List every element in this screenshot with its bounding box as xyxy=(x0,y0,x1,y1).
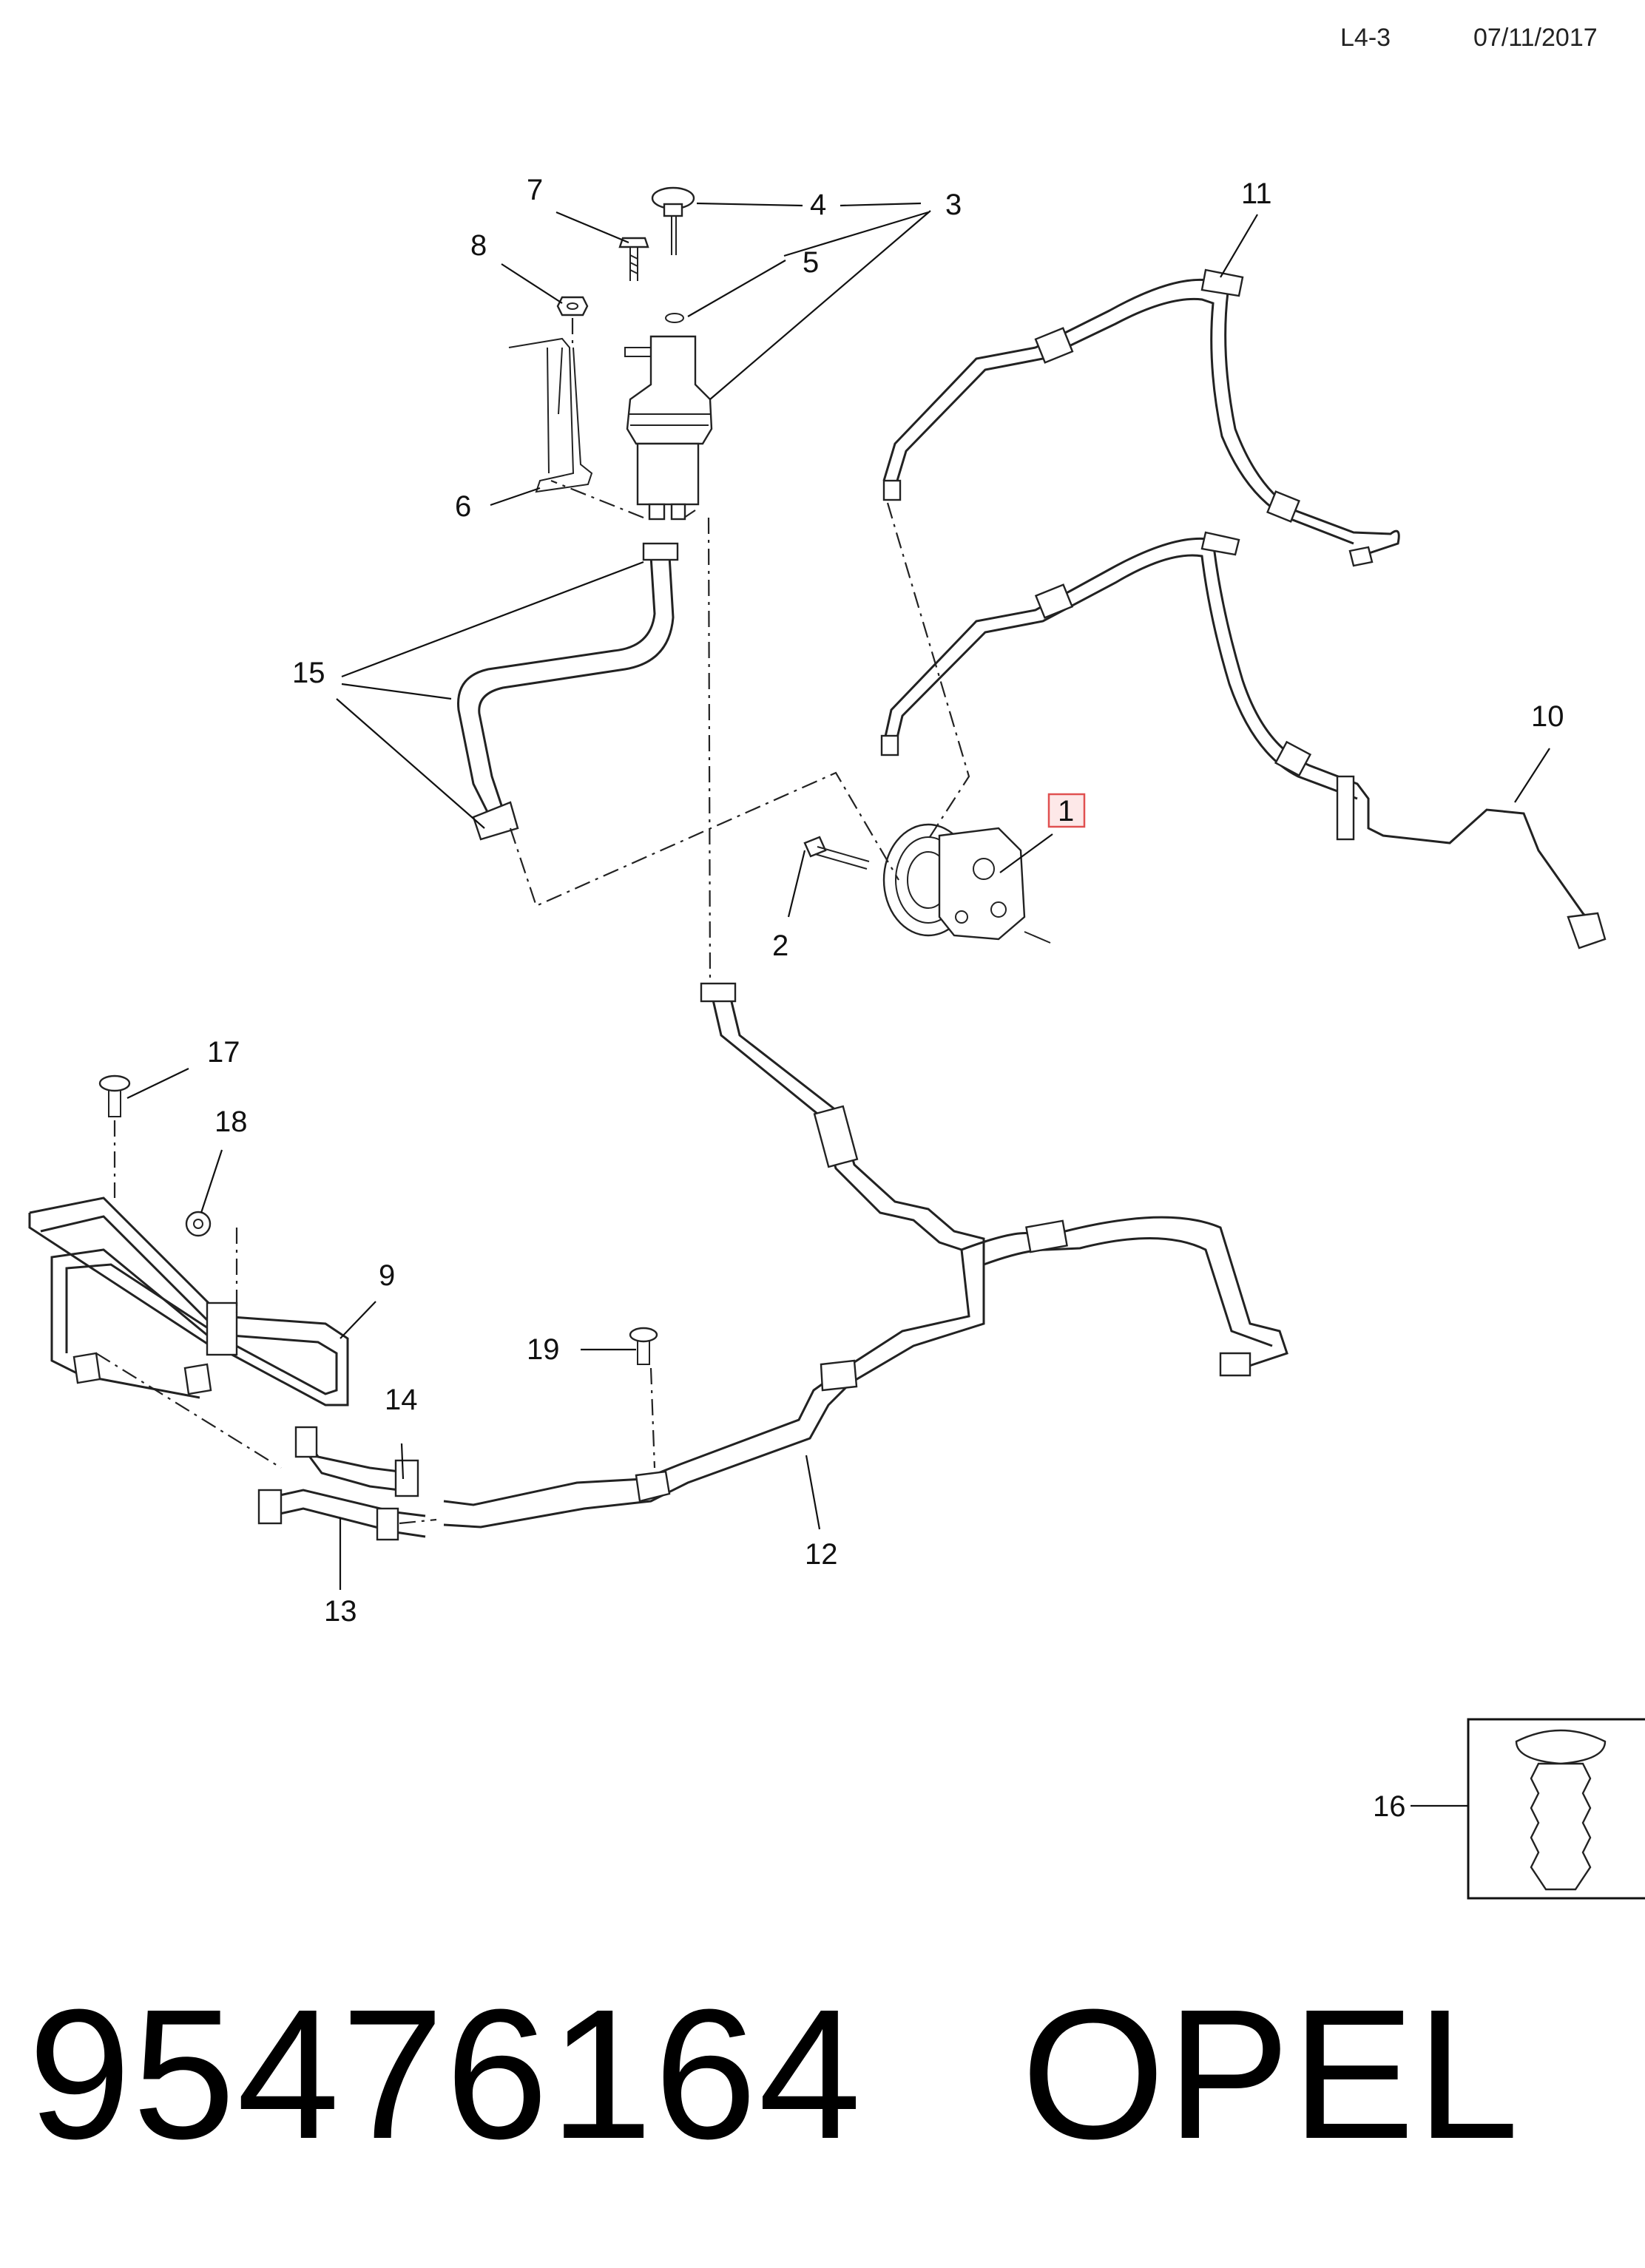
flow-dash-supply xyxy=(550,479,696,519)
pressure-hose-upper-part xyxy=(882,268,1400,567)
callout-15: 15 xyxy=(292,657,325,689)
cooler-tube-part xyxy=(28,1196,349,1407)
return-hose-part xyxy=(443,982,1288,1529)
reservoir-cap-part xyxy=(651,186,695,255)
callout-16: 16 xyxy=(1373,1790,1406,1823)
callout-5: 5 xyxy=(803,246,819,279)
callout-9: 9 xyxy=(379,1259,395,1292)
page-code: L4-3 xyxy=(1340,24,1391,52)
reservoir-bracket-part xyxy=(508,337,593,493)
flow-dash-upper-to-pump xyxy=(886,502,970,840)
push-clip-17-part xyxy=(98,1074,131,1117)
flow-dash-clip19 xyxy=(649,1367,656,1469)
suction-hose-part xyxy=(457,542,679,841)
callout-14: 14 xyxy=(385,1384,418,1416)
cooler-hose-right-part xyxy=(294,1426,419,1497)
callout-19: 19 xyxy=(527,1333,560,1366)
push-clip-19-part xyxy=(629,1327,658,1365)
reservoir-nut-part xyxy=(556,296,589,316)
callout-18: 18 xyxy=(215,1106,248,1138)
callout-1: 1 xyxy=(1058,795,1074,827)
callout-17: 17 xyxy=(207,1036,240,1069)
pressure-hose-lower-part xyxy=(880,531,1607,949)
callout-8: 8 xyxy=(470,229,487,262)
flow-dash-suction-to-pump xyxy=(509,771,899,907)
part-number-footer: 95476164 OPEL xyxy=(28,1971,1521,2177)
callout-2: 2 xyxy=(772,930,788,962)
cooler-hose-left-part xyxy=(257,1489,426,1541)
callout-3: 3 xyxy=(945,189,962,221)
callout-12: 12 xyxy=(805,1538,838,1571)
callout-10: 10 xyxy=(1531,700,1564,733)
diagram-date: 07/11/2017 xyxy=(1473,24,1598,52)
reservoir-tank-part xyxy=(624,335,713,521)
reservoir-seal-part xyxy=(665,313,684,323)
clip-nut-18-part xyxy=(185,1211,212,1237)
callout-4: 4 xyxy=(810,189,826,221)
callout-11: 11 xyxy=(1241,177,1272,210)
callout-7: 7 xyxy=(527,174,543,206)
flow-dash-reservoir-return xyxy=(707,517,712,984)
pump-bolt-part xyxy=(803,836,870,870)
power-steering-pump-part xyxy=(882,823,1051,944)
highlight-box-callout-1 xyxy=(1047,793,1086,828)
flow-dash-cooler xyxy=(95,1353,437,1525)
reservoir-bolt-part xyxy=(618,237,649,281)
callout-13: 13 xyxy=(324,1595,357,1628)
leader-lines xyxy=(126,202,1550,1807)
callout-6: 6 xyxy=(455,490,471,523)
inset-clip-16-box xyxy=(1467,1718,1645,1900)
